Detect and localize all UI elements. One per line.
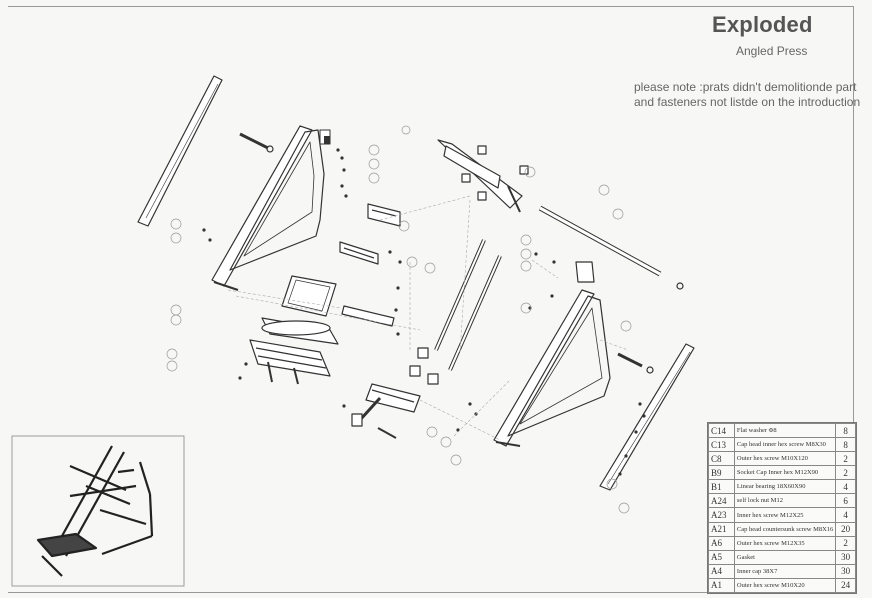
- parts-description: Cap head countersunk screw M8X16: [733, 521, 837, 537]
- left-side-frame: [211, 125, 331, 291]
- leader-lines: [227, 195, 629, 441]
- parts-description: Gasket: [733, 549, 837, 565]
- parts-description: Flat washer Φ8: [733, 422, 837, 439]
- drawing-title: Exploded: [712, 12, 813, 37]
- parts-code: C14: [708, 422, 735, 439]
- parts-code: A21: [708, 521, 735, 537]
- lower-support-plate: [341, 305, 395, 327]
- parts-code: A23: [708, 507, 735, 523]
- border-line-right: [853, 6, 854, 592]
- parts-qty: 8: [835, 437, 856, 453]
- parts-description: self lock nut M12: [733, 493, 837, 509]
- parts-qty: 4: [835, 507, 856, 523]
- parts-qty: 20: [835, 521, 856, 537]
- right-bracket: [575, 261, 595, 283]
- right-side-frame: [493, 289, 611, 447]
- parts-code: A4: [708, 563, 735, 579]
- parts-qty: 4: [835, 479, 856, 495]
- drawing-note: please note :prats didn't demolitionde p…: [634, 80, 861, 109]
- parts-qty: 6: [835, 493, 856, 509]
- parts-qty: 2: [835, 535, 856, 551]
- parts-code: C8: [708, 451, 735, 467]
- assembled-view-inset: [11, 435, 185, 587]
- parts-qty: 24: [835, 577, 856, 594]
- parts-description: Outer hex screw M10X20: [733, 577, 837, 594]
- parts-code: B9: [708, 465, 735, 481]
- cross-plate: [339, 241, 379, 265]
- callout-bubbles: [166, 125, 632, 514]
- left-guide-rod: [239, 132, 274, 153]
- foot-plate: [249, 339, 331, 385]
- parts-description: Outer hex screw M10X120: [733, 451, 837, 467]
- border-line-top: [8, 6, 853, 7]
- parts-qty: 30: [835, 563, 856, 579]
- parts-description: Socket Cap Inner hex M12X90: [733, 465, 837, 481]
- parts-qty: 2: [835, 451, 856, 467]
- right-cover-plate: [599, 343, 695, 491]
- parts-description: Inner hex screw M12X25: [733, 507, 837, 523]
- parts-qty: 2: [835, 465, 856, 481]
- seat-cushion: [261, 317, 339, 345]
- parts-description: Linear bearing 18X60X90: [733, 479, 837, 495]
- carriage-bracket: [367, 203, 401, 227]
- parts-description: Cap head inner hex screw M8X30: [733, 437, 837, 453]
- parts-qty: 30: [835, 549, 856, 565]
- parts-code: A5: [708, 549, 735, 565]
- parts-code: A1: [708, 577, 735, 594]
- parts-code: A24: [708, 493, 735, 509]
- slide-rods: [434, 239, 502, 371]
- parts-code: A6: [708, 535, 735, 551]
- parts-description: Outer hex screw M12X35: [733, 535, 837, 551]
- fasteners: [202, 148, 646, 476]
- right-guide-rod: [617, 352, 654, 374]
- parts-code: B1: [708, 479, 735, 495]
- linear-bearings: [409, 347, 439, 385]
- parts-code: C13: [708, 437, 735, 453]
- upper-sled: [437, 139, 529, 213]
- weight-horn-bar: [538, 205, 684, 290]
- left-cover-plate: [137, 75, 223, 227]
- back-pad: [281, 275, 337, 317]
- parts-description: Inner cap 38X7: [733, 563, 837, 579]
- lower-sled: [351, 383, 421, 439]
- drawing-subtitle: Angled Press: [736, 44, 808, 58]
- border-line-bottom: [8, 592, 853, 593]
- parts-qty: 8: [835, 422, 856, 439]
